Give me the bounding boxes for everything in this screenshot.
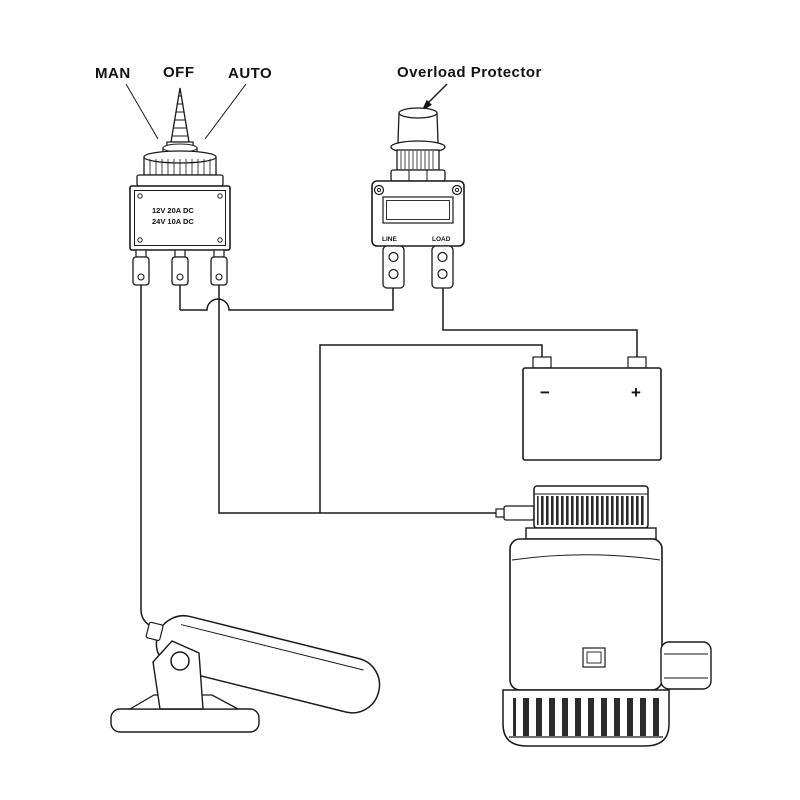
pump-strainer-base [502, 689, 670, 747]
pump-outlet [660, 641, 712, 690]
man-label: MAN [95, 65, 131, 82]
wire-man-to-pump [218, 284, 500, 514]
pump-body-plate [582, 647, 606, 668]
battery-negative-sign: − [540, 383, 550, 402]
float-body [145, 614, 381, 714]
float-cable-gland [145, 621, 164, 641]
wire-battery-negative-to-pump [319, 344, 543, 513]
pump-neck-band [525, 527, 657, 540]
breaker-body: LINE LOAD [371, 180, 465, 247]
wire-breaker-load-to-battery-positive [442, 288, 638, 357]
switch-terminals [132, 249, 228, 286]
wire-auto-to-float [140, 284, 153, 628]
pump-wire-nipple [495, 508, 505, 518]
bilge-pump [495, 485, 712, 747]
load-terminal-label: LOAD [432, 236, 451, 243]
overload-protector: LINE LOAD [371, 107, 465, 289]
pump-cap [533, 485, 649, 529]
wire-breaker-line-to-switch [180, 288, 394, 311]
threaded-collar [396, 149, 440, 171]
knurled-nut [143, 150, 217, 176]
switch-body: 12V 20A DC 24V 10A DC [129, 185, 231, 251]
battery-positive-post [627, 356, 647, 369]
float-base-plate [110, 708, 260, 733]
line-terminal [382, 245, 405, 289]
toggle-switch: 12V 20A DC 24V 10A DC [129, 87, 231, 286]
switch-lever [170, 87, 190, 143]
terminal-common [171, 249, 189, 286]
float-hinge-bracket [152, 640, 204, 710]
hex-nut [390, 169, 446, 182]
mount-hole-right [451, 184, 463, 196]
overload-protector-label: Overload Protector [397, 64, 542, 81]
mounting-flange [136, 174, 224, 187]
float-switch [110, 614, 381, 733]
load-terminal [431, 245, 454, 289]
float-hinge-pin [170, 651, 190, 671]
pump-wire-connector [503, 505, 535, 521]
switch-rating-line2: 24V 10A DC [152, 217, 194, 226]
auto-label: AUTO [228, 65, 272, 82]
terminal-auto [210, 249, 228, 286]
mount-hole-left [373, 184, 385, 196]
battery-case [522, 367, 662, 461]
terminal-man [132, 249, 150, 286]
labels: MAN OFF AUTO Overload Protector [95, 64, 542, 140]
line-terminal-label: LINE [382, 236, 397, 243]
off-label: OFF [163, 64, 195, 81]
rating-window [382, 196, 454, 224]
battery-negative-post [532, 356, 552, 369]
battery-positive-sign: + [631, 383, 641, 402]
pump-body [509, 538, 663, 691]
man-leader-line [125, 83, 159, 140]
battery: − + [522, 356, 662, 461]
auto-leader-line [204, 83, 247, 140]
switch-rating-line1: 12V 20A DC [152, 206, 194, 215]
breaker-terminals [382, 245, 454, 289]
